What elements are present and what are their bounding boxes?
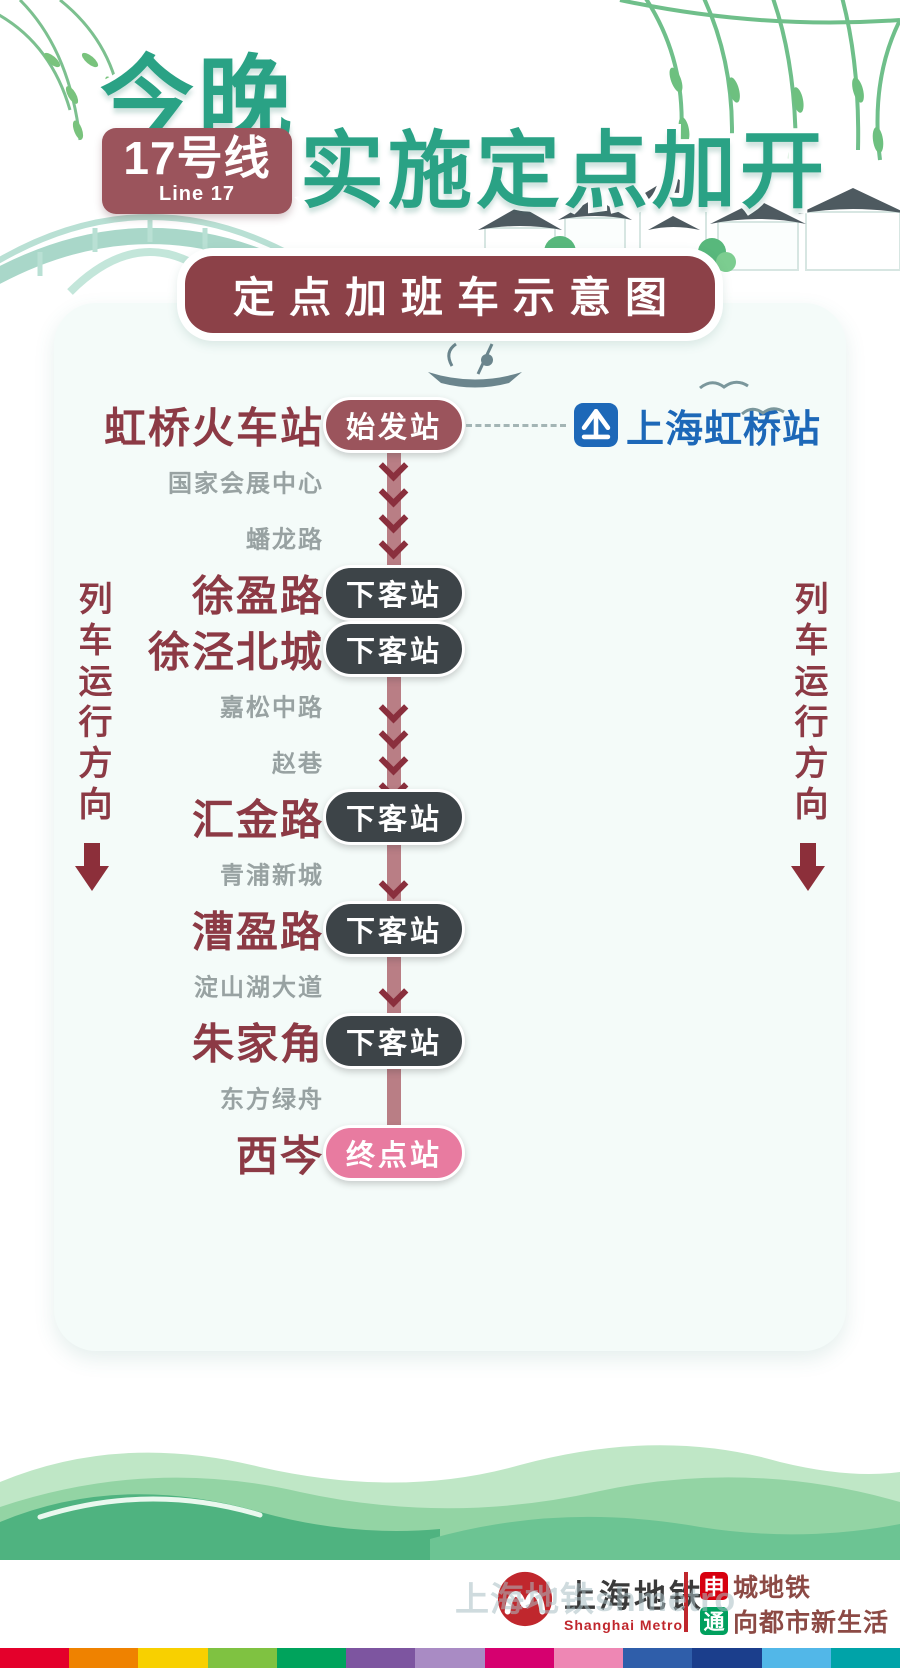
top-decoration (0, 0, 900, 410)
line-number: 17号线 (123, 132, 271, 184)
station-name: 徐盈路 (191, 572, 324, 620)
willow-left-leaves-icon (43, 52, 119, 140)
direction-text: 列车运行方向 (73, 581, 111, 827)
station-name: 西岑 (235, 1132, 324, 1180)
stripe-segment (761, 1648, 831, 1668)
stripe-segment (484, 1648, 554, 1668)
station-row: 汇金路下客站 (54, 789, 846, 845)
station-name: 朱家角 (191, 1020, 324, 1068)
slogan-badge-shen: 申 (700, 1571, 728, 1600)
station-name: 赵巷 (272, 750, 324, 778)
footer-divider (684, 1572, 688, 1632)
line-number-en: Line 17 (159, 183, 235, 205)
slogan-line-1: 申 城地铁 (700, 1568, 889, 1603)
station-row: 朱家角下客站 (54, 1013, 846, 1069)
diagram-title-pill: 定点加班车示意图 (176, 248, 724, 341)
station-row: 徐泾北城下客站 (54, 621, 846, 677)
china-railway-icon (574, 403, 618, 447)
hills-decoration (0, 1445, 900, 1562)
railway-station-name: 上海虹桥站 (626, 408, 822, 451)
station-badge-origin: 始发站 (322, 397, 466, 453)
stripe-segment (553, 1648, 624, 1668)
stripe-segment (0, 1648, 70, 1668)
slogan-badge-tong: 通 (700, 1606, 728, 1635)
stripe-segment (69, 1648, 139, 1668)
metro-line-stripe (0, 1648, 900, 1668)
diagram-title: 定点加班车示意图 (184, 256, 716, 333)
metro-name-cn: 上海地铁 (564, 1577, 705, 1614)
station-row: 嘉松中路 (54, 677, 846, 733)
slogan-text-2: 向都市新生活 (733, 1608, 890, 1637)
station-name: 漕盈路 (191, 908, 324, 956)
shanghai-metro-logo-block: 上海地铁 Shanghai Metro (496, 1570, 704, 1633)
line-17-badge: 17号线 Line 17 (102, 128, 292, 214)
headline: 实施定点加开 (295, 119, 829, 223)
station-badge-alight: 下客站 (322, 565, 466, 621)
station-badge-alight: 下客站 (322, 1013, 466, 1069)
station-row: 青浦新城 (54, 845, 846, 901)
metro-wordmark: 上海地铁 Shanghai Metro (564, 1571, 704, 1633)
station-badge-alight: 下客站 (322, 789, 466, 845)
station-name: 蟠龙路 (246, 526, 324, 554)
metro-name-en: Shanghai Metro (564, 1616, 684, 1633)
station-name: 东方绿舟 (220, 1086, 324, 1114)
stripe-segment (830, 1648, 900, 1668)
willow-right-leaves-icon (669, 67, 884, 173)
direction-label-left: 列车运行方向 (68, 581, 116, 891)
stripe-segment (276, 1648, 347, 1668)
station-row: 徐盈路下客站 (54, 565, 846, 621)
down-arrow-icon (791, 843, 825, 891)
station-row: 虹桥火车站始发站 (54, 397, 846, 453)
station-name: 淀山湖大道 (194, 974, 324, 1002)
stripe-segment (415, 1648, 485, 1668)
station-row: 东方绿舟 (54, 1069, 846, 1125)
stripe-segment (138, 1648, 208, 1668)
station-name: 青浦新城 (220, 862, 324, 890)
stripe-segment (207, 1648, 277, 1668)
station-name: 嘉松中路 (220, 694, 324, 722)
stripe-segment (346, 1648, 416, 1668)
station-name: 汇金路 (191, 796, 324, 844)
station-badge-terminal: 终点站 (322, 1125, 466, 1181)
footer: 上海地铁 Shanghai Metro 申 城地铁 通 向都市新生活 (0, 1560, 900, 1668)
station-name: 国家会展中心 (168, 470, 324, 498)
station-row: 淀山湖大道 (54, 957, 846, 1013)
down-arrow-icon (75, 843, 109, 891)
station-row: 蟠龙路 (54, 509, 846, 565)
direction-text: 列车运行方向 (789, 581, 827, 827)
station-row: 赵巷 (54, 733, 846, 789)
stripe-segment (692, 1648, 762, 1668)
stripe-segment (623, 1648, 693, 1668)
shanghai-metro-logo-icon (496, 1570, 554, 1633)
slogan-line-2: 通 向都市新生活 (700, 1603, 889, 1638)
station-badge-alight: 下客站 (322, 901, 466, 957)
route-diagram-card: 虹桥火车站始发站国家会展中心蟠龙路徐盈路下客站徐泾北城下客站嘉松中路赵巷汇金路下… (54, 303, 846, 1351)
direction-label-right: 列车运行方向 (784, 581, 832, 891)
route-stations: 虹桥火车站始发站国家会展中心蟠龙路徐盈路下客站徐泾北城下客站嘉松中路赵巷汇金路下… (54, 397, 846, 1181)
station-row: 漕盈路下客站 (54, 901, 846, 957)
dashed-connector (466, 423, 566, 427)
station-row: 国家会展中心 (54, 453, 846, 509)
slogan-text-1: 城地铁 (733, 1573, 812, 1602)
railway-station-link: 上海虹桥站 (466, 399, 821, 451)
station-row: 西岑终点站 (54, 1125, 846, 1181)
station-name: 虹桥火车站 (103, 404, 324, 452)
footer-slogan: 申 城地铁 通 向都市新生活 (700, 1568, 889, 1638)
station-badge-alight: 下客站 (322, 621, 466, 677)
station-name: 徐泾北城 (147, 628, 324, 676)
